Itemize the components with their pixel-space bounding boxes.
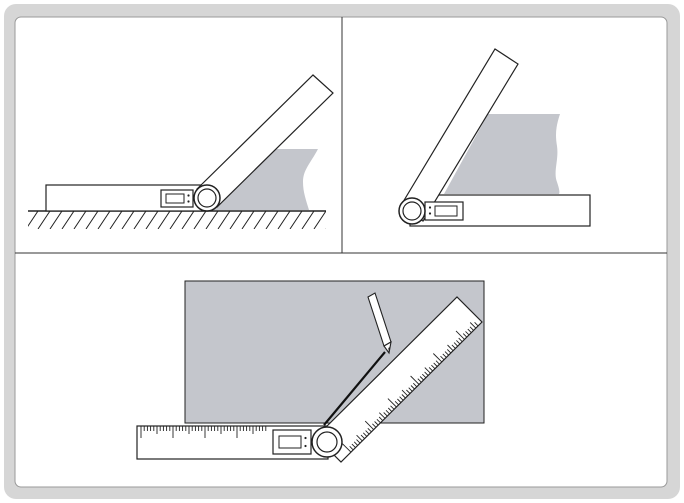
pencil-marked-line [323, 351, 386, 426]
panel-2 [398, 48, 591, 227]
panel-2-workpiece [444, 114, 560, 194]
pencil-icon [367, 292, 392, 355]
floor-hatching [28, 211, 326, 229]
panel-2-hinge-icon [398, 197, 426, 225]
panel-3-hinge-icon [311, 426, 343, 458]
panel-1-hinge-icon [193, 184, 221, 212]
panel-3 [136, 280, 485, 463]
panel-1 [28, 74, 334, 229]
base-ruler-ticks [140, 426, 267, 438]
panel-1-workpiece [214, 149, 318, 210]
angled-ruler-ticks [342, 321, 479, 453]
